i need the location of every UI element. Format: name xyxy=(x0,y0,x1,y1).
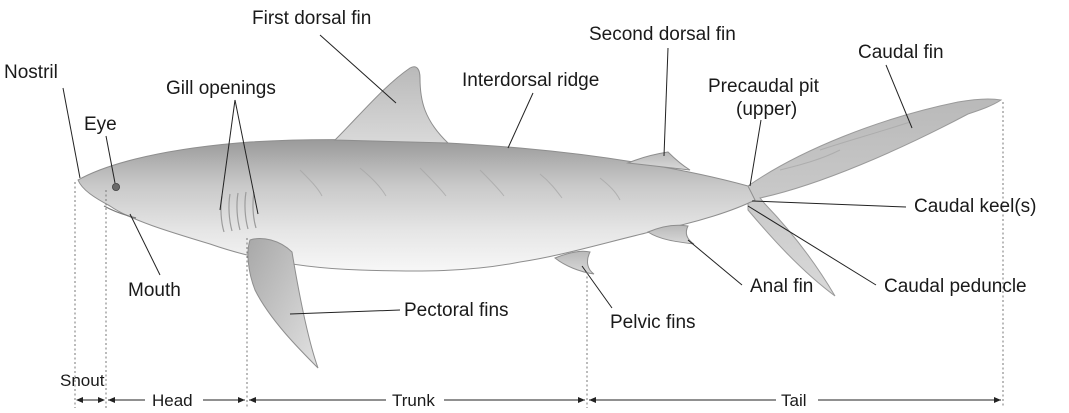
region-label-head: Head xyxy=(152,391,193,410)
leader-anal-fin xyxy=(688,240,742,285)
arrow-trunk-right xyxy=(578,397,585,403)
arrow-tail-right xyxy=(994,397,1001,403)
region-label-snout: Snout xyxy=(60,371,105,390)
region-label-trunk: Trunk xyxy=(392,391,435,410)
label-pelvic-fins: Pelvic fins xyxy=(610,312,696,333)
label-precaudal-pit-line1: Precaudal pit xyxy=(708,76,820,97)
arrow-head-right xyxy=(238,397,245,403)
shark-illustration xyxy=(78,67,1001,368)
label-precaudal-pit-line2: (upper) xyxy=(736,99,797,120)
eye-shape xyxy=(112,183,119,190)
pelvic-fin-shape xyxy=(555,251,594,274)
leader-first-dorsal xyxy=(320,35,396,103)
dimension-lines xyxy=(76,397,1001,403)
label-caudal-keels: Caudal keel(s) xyxy=(914,196,1037,217)
arrow-tail-left xyxy=(589,397,596,403)
leader-precaudal-pit xyxy=(750,120,761,186)
leader-caudal-keels xyxy=(752,201,906,207)
arrow-head-left xyxy=(108,397,115,403)
label-eye: Eye xyxy=(84,114,117,135)
leader-pectoral xyxy=(290,310,400,314)
arrow-snout-left xyxy=(76,397,83,403)
label-pectoral-fins: Pectoral fins xyxy=(404,300,509,321)
label-nostril: Nostril xyxy=(4,62,58,83)
leader-interdorsal xyxy=(508,93,533,148)
region-labels: Snout Head Trunk Tail xyxy=(60,371,807,410)
label-mouth: Mouth xyxy=(128,280,181,301)
label-caudal-fin: Caudal fin xyxy=(858,42,944,63)
label-gill-openings: Gill openings xyxy=(166,78,276,99)
arrow-trunk-left xyxy=(249,397,256,403)
label-second-dorsal-fin: Second dorsal fin xyxy=(589,24,736,45)
label-anal-fin: Anal fin xyxy=(750,276,813,297)
label-caudal-peduncle: Caudal peduncle xyxy=(884,276,1027,297)
arrow-snout-right xyxy=(98,397,105,403)
label-interdorsal-ridge: Interdorsal ridge xyxy=(462,70,599,91)
first-dorsal-fin-shape xyxy=(335,67,448,143)
region-label-tail: Tail xyxy=(781,391,807,410)
leader-second-dorsal xyxy=(664,48,668,156)
label-first-dorsal-fin: First dorsal fin xyxy=(252,8,371,29)
leader-nostril xyxy=(63,88,80,178)
